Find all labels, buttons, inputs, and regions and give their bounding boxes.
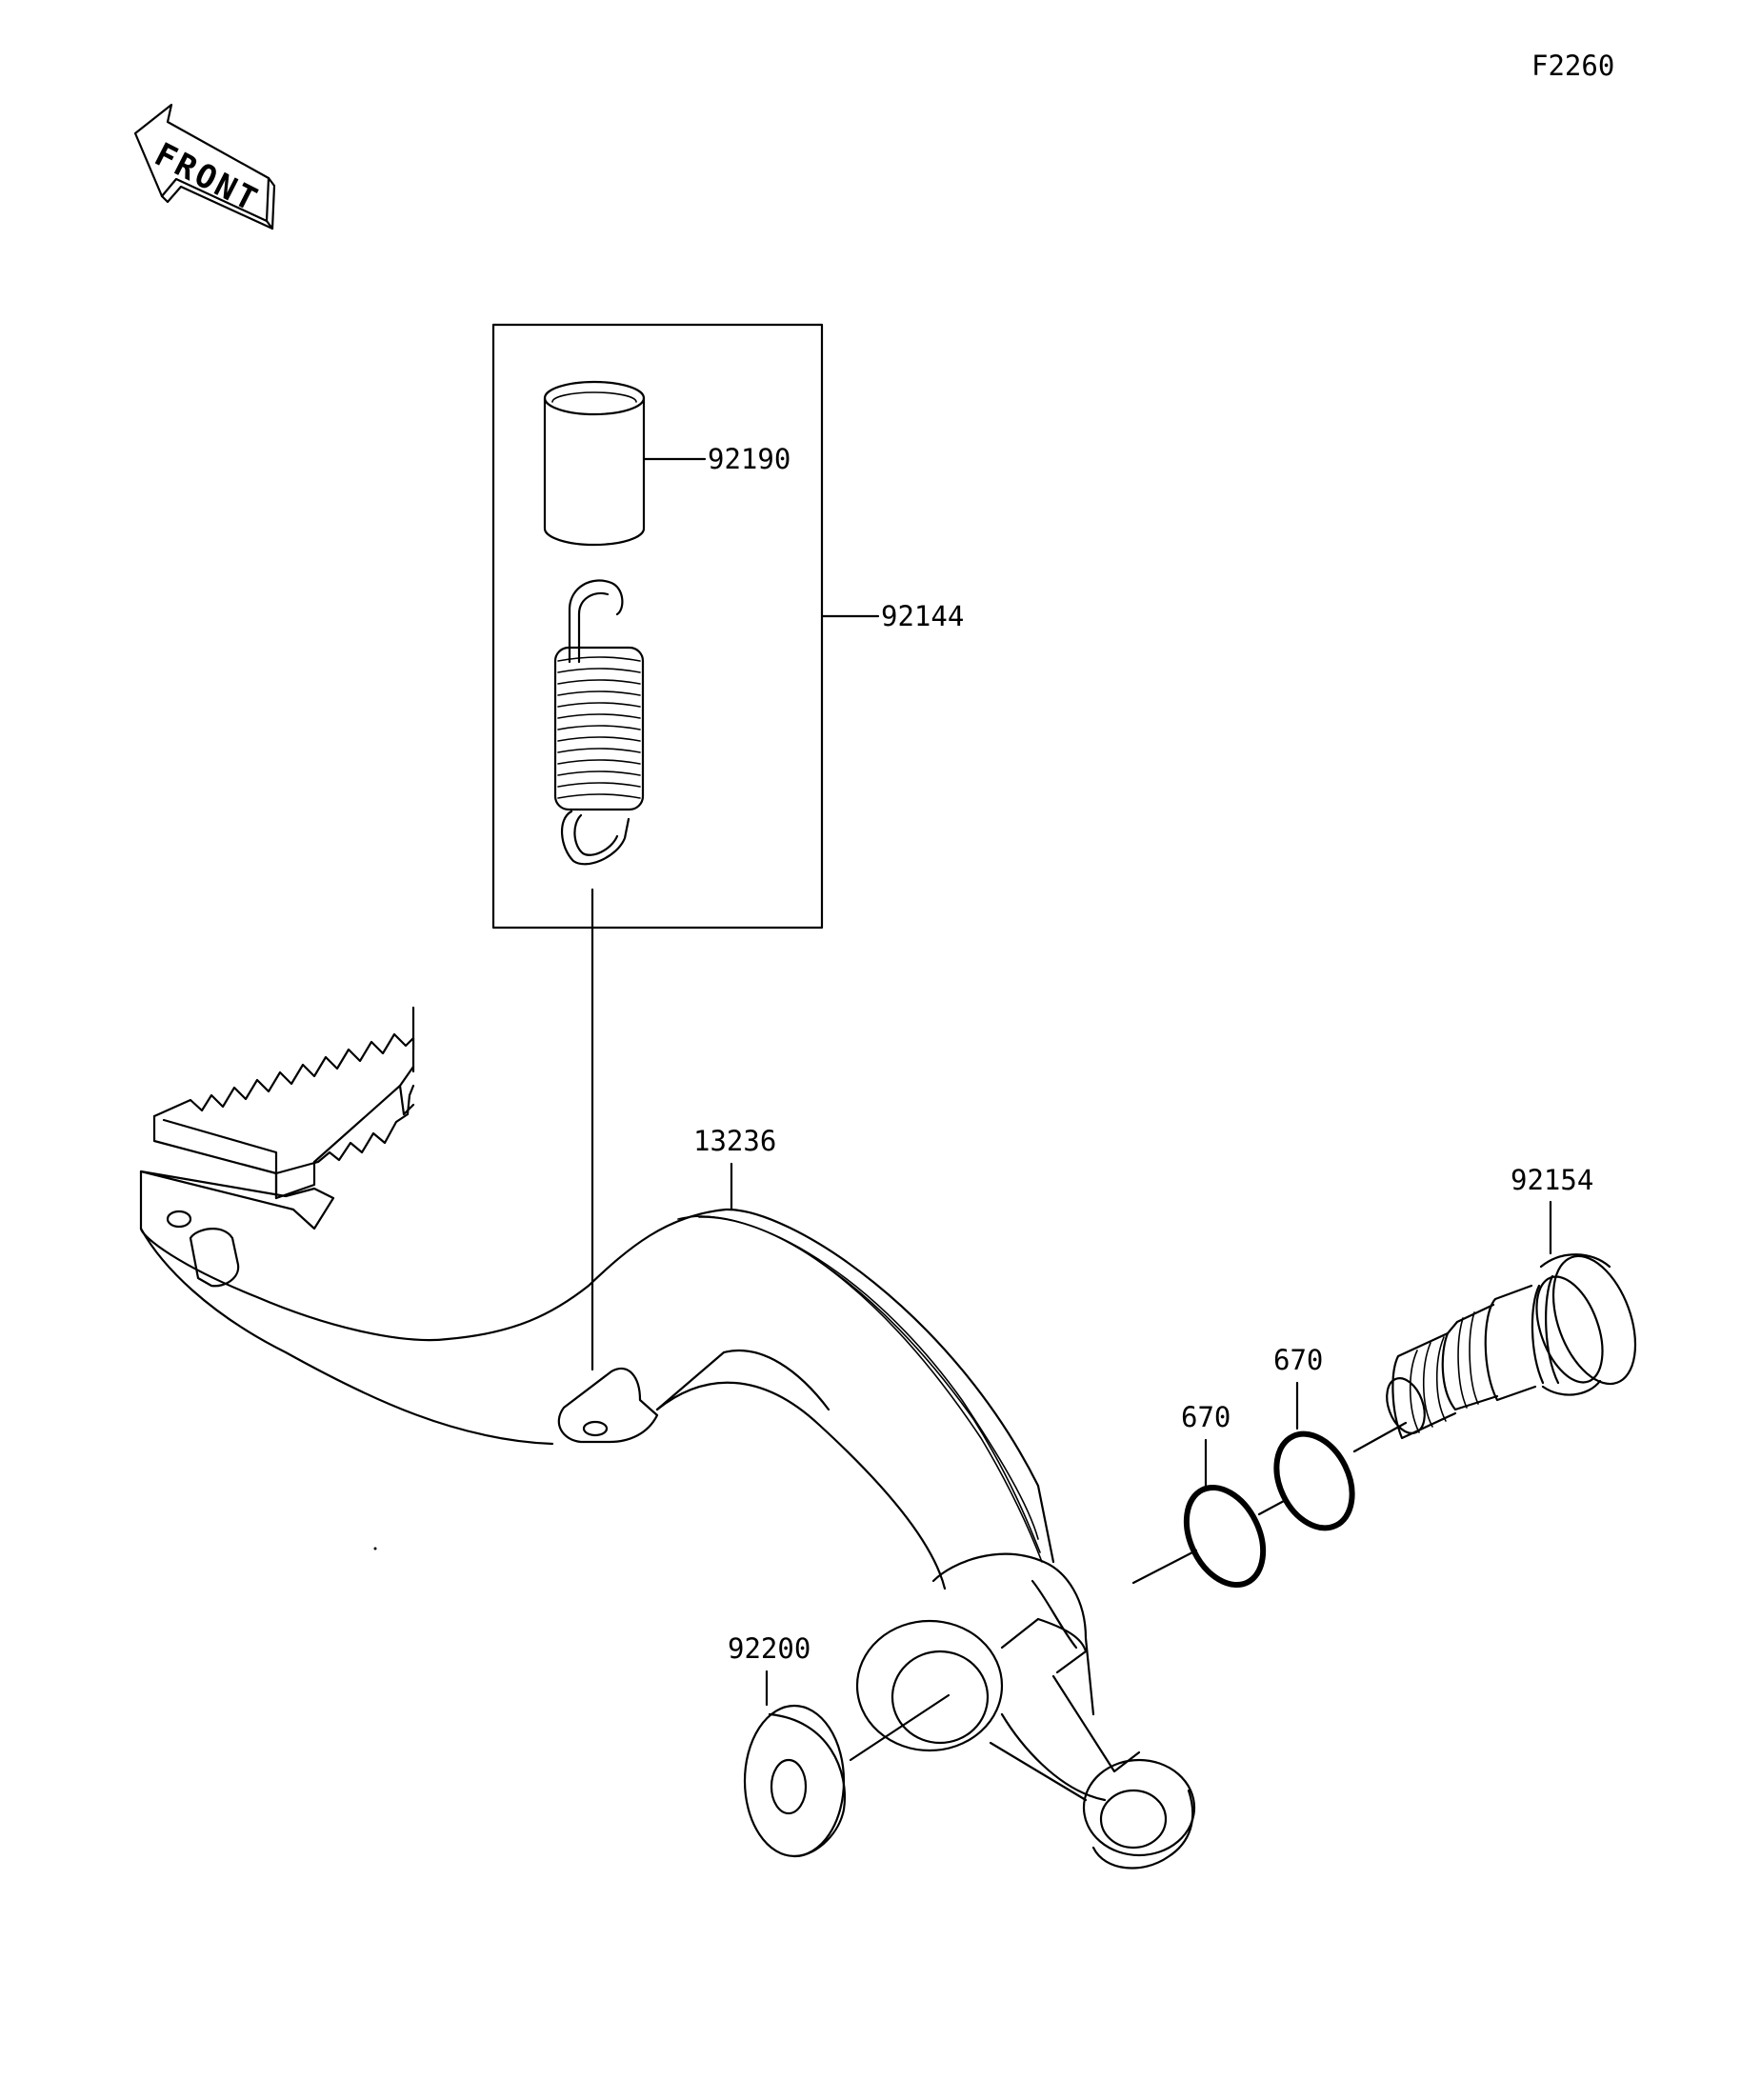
washer-92200	[743, 1704, 846, 1858]
o-ring-670-left	[1183, 1484, 1267, 1589]
spring-92144	[553, 579, 645, 866]
axis-line-1	[1131, 1549, 1198, 1585]
brake-pedal-13236	[139, 1006, 1196, 1870]
front-direction-arrow-icon: FRONT	[133, 103, 276, 230]
washer-to-boss-line	[849, 1693, 951, 1762]
part-label-92200: 92200	[728, 1632, 810, 1665]
o-ring-670-right	[1273, 1430, 1355, 1531]
collar-92190	[543, 380, 646, 547]
part-label-92154: 92154	[1511, 1164, 1593, 1196]
spring-kit-box	[491, 323, 824, 930]
axis-line-2	[1257, 1499, 1286, 1516]
part-label-670-left: 670	[1181, 1401, 1231, 1433]
part-label-92144: 92144	[881, 600, 964, 632]
stray-dot	[373, 1547, 377, 1550]
pivot-bolt-92154	[1386, 1253, 1637, 1440]
part-label-13236: 13236	[693, 1125, 776, 1157]
part-label-670-right: 670	[1273, 1344, 1323, 1376]
figure-code: F2260	[1531, 50, 1614, 82]
part-label-92190: 92190	[708, 443, 790, 475]
axis-line-3	[1352, 1421, 1408, 1453]
